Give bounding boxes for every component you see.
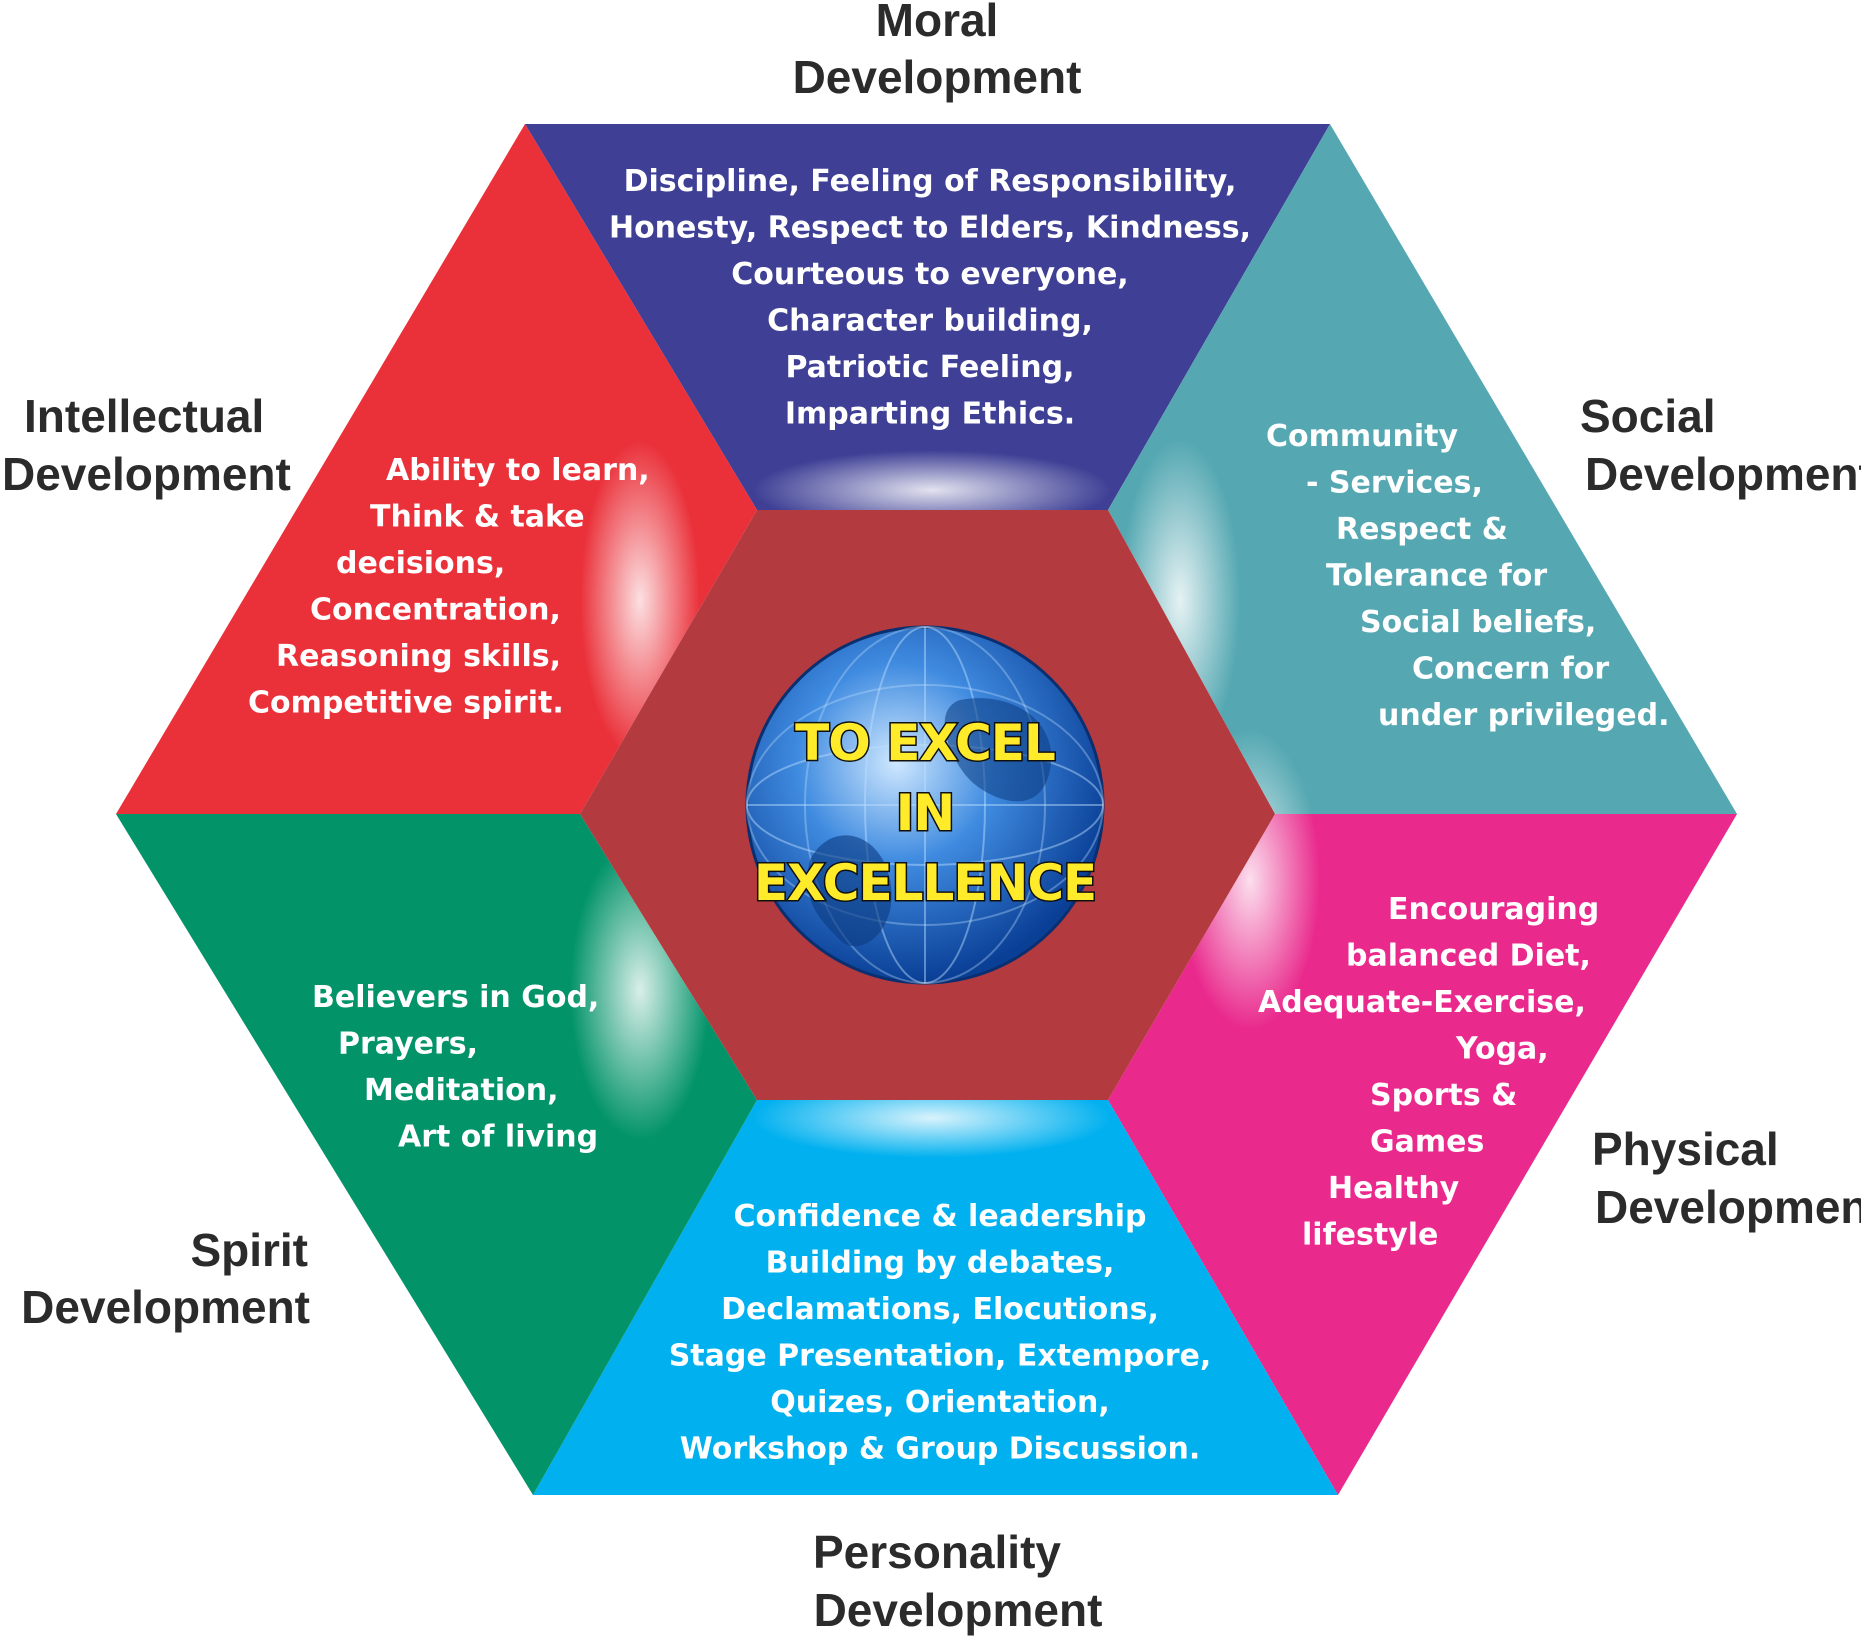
intellectual-item-line: Ability to learn, [386,453,650,488]
intellectual-item-line: Concentration, [310,593,561,628]
moral-item-line: Character building, [767,304,1093,339]
intellectual-item-line: Reasoning skills, [276,639,561,674]
moral-label-line-1: Moral [876,0,999,46]
personality-item-line: Workshop & Group Discussion. [680,1432,1201,1467]
moral-item-line: Discipline, Feeling of Responsibility, [624,164,1237,199]
personality-item-line: Quizes, Orientation, [770,1385,1110,1420]
social-item-line: - Services, [1306,466,1483,501]
intellectual-item-line: Competitive spirit. [248,686,564,721]
physical-item-line: lifestyle [1302,1218,1438,1253]
social-label-line-1: Social [1580,390,1716,442]
globe-icon [745,625,1105,985]
spirit-item-line: Art of living [398,1120,598,1155]
moral-item-line: Imparting Ethics. [785,397,1075,432]
moral-label-line-2: Development [793,51,1082,103]
social-item-line: Tolerance for [1326,559,1547,594]
physical-items: Encouraging balanced Diet, Adequate-Exerci… [1258,892,1599,1253]
social-segment [1108,124,1737,814]
moral-item-line: Courteous to everyone, [731,257,1128,292]
center-text-line-1: TO EXCEL [795,714,1055,772]
intellectual-item-line: decisions, [336,546,505,581]
personality-item-line: Building by debates, [766,1246,1115,1281]
intellectual-items: Ability to learn, Think & take decisions, C… [248,453,650,721]
social-item-line: Concern for [1412,652,1609,687]
spirit-item-line: Prayers, [338,1027,478,1062]
physical-item-line: Games [1370,1125,1484,1160]
intellectual-label-line-1: Intellectual [24,390,264,442]
physical-item-line: Adequate-Exercise, [1258,985,1586,1020]
personality-segment [533,1100,1338,1495]
moral-items: Discipline, Feeling of Responsibility, Ho… [609,164,1251,432]
center-text-line-2: IN [896,784,954,842]
personality-label-line-2: Development [814,1584,1103,1636]
social-item-line: Respect & [1336,512,1508,547]
physical-item-line: balanced Diet, [1346,939,1591,974]
moral-segment [525,124,1330,510]
social-items: Community - Services, Respect & Tolerance f… [1266,419,1670,733]
physical-item-line: Encouraging [1388,892,1599,927]
physical-item-line: Healthy [1328,1171,1460,1206]
physical-label-line-2: Development [1595,1181,1861,1233]
intellectual-label-line-2: Development [2,448,291,500]
personality-item-line: Stage Presentation, Extempore, [669,1339,1212,1374]
moral-item-line: Honesty, Respect to Elders, Kindness, [609,211,1251,246]
personality-item-line: Declamations, Elocutions, [721,1292,1159,1327]
moral-item-line: Patriotic Feeling, [785,350,1074,385]
spirit-items: Believers in God, Prayers, Meditation, Art … [312,980,599,1155]
personality-label-line-1: Personality [813,1526,1061,1578]
social-label-line-2: Development [1585,448,1861,500]
physical-item-line: Yoga, [1455,1032,1549,1067]
center-text-line-3: EXCELLENCE [754,854,1096,912]
intellectual-item-line: Think & take [370,500,585,535]
spirit-label-line-2: Development [21,1281,310,1333]
social-item-line: Community [1266,419,1458,454]
social-item-line: Social beliefs, [1360,605,1596,640]
spirit-item-line: Believers in God, [312,980,599,1015]
spirit-label-line-1: Spirit [190,1224,308,1276]
social-item-line: under privileged. [1378,698,1670,733]
physical-label-line-1: Physical [1592,1123,1779,1175]
physical-item-line: Sports & [1370,1078,1517,1113]
personality-item-line: Confidence & leadership [733,1199,1146,1234]
spirit-item-line: Meditation, [364,1073,559,1108]
